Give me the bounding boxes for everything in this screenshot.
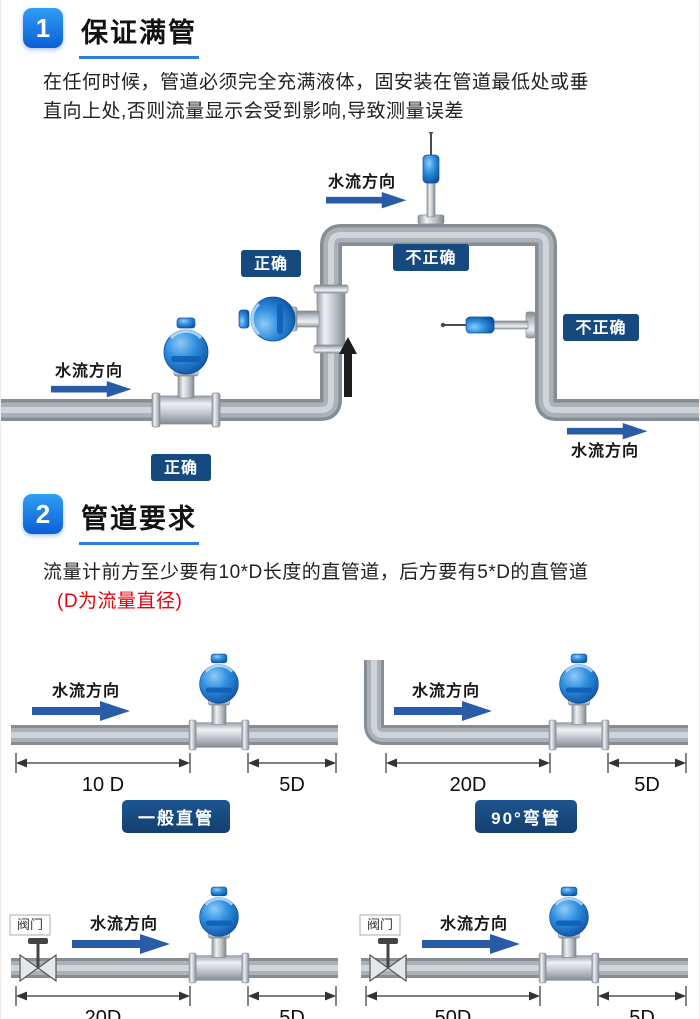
dimension-right <box>246 753 337 773</box>
pipe-requirement-diagrams: 水流方向 10 D 5D 一般直管 <box>1 640 699 1019</box>
badge-incorrect-right: 不正确 <box>563 314 639 341</box>
flowmeter-correct-riser <box>237 283 350 355</box>
flow-arrow <box>421 934 520 954</box>
flowmeter-incorrect-side <box>439 311 536 339</box>
flowmeter-incorrect-top <box>417 132 445 225</box>
flow-arrow-left <box>51 381 132 398</box>
flow-direction-label: 水流方向 <box>89 914 157 933</box>
caption-badge: 一般直管 <box>122 800 230 833</box>
valve: 阀门 <box>359 914 407 983</box>
flowmeter-correct-horizontal <box>150 316 222 429</box>
dimension-right <box>246 986 337 1006</box>
dimension-right <box>596 986 687 1006</box>
caption-badge: 90°弯管 <box>475 800 577 833</box>
badge-incorrect-top: 不正确 <box>393 244 469 271</box>
dimension-left <box>14 753 191 773</box>
straight-pipe-svg: 水流方向 10 D 5D <box>10 652 338 796</box>
valve-label: 阀门 <box>16 917 42 932</box>
dim-left-label: 20D <box>449 774 486 796</box>
svg-text:正确: 正确 <box>254 254 288 273</box>
section1-body-line1: 在任何时候，管道必须完全充满液体，固安装在管道最低处或垂 <box>43 72 590 93</box>
section2-note: (D为流量直径) <box>57 590 183 612</box>
svg-text:不正确: 不正确 <box>405 248 456 267</box>
flowmeter <box>187 652 250 752</box>
dim-right-label: 5D <box>279 774 305 796</box>
svg-text:正确: 正确 <box>164 458 198 477</box>
half-valve-svg: 阀门 水流方向 50D 5D <box>359 885 688 1019</box>
valve-label: 阀门 <box>366 917 392 932</box>
flow-arrow-right <box>567 423 648 440</box>
section2-body: 流量计前方至少要有10*D长度的直管道，后方要有5*D的直管道 <box>43 562 589 583</box>
flow-direction-label-left: 水流方向 <box>55 361 123 380</box>
flow-arrow <box>31 701 130 721</box>
flow-arrow <box>71 934 170 954</box>
upward-flow-arrow <box>339 337 357 397</box>
diagram-straight-pipe: 水流方向 10 D 5D 一般直管 <box>1 640 351 833</box>
diagram-90-bend: 水流方向 20D 5D 90°弯管 <box>351 640 699 833</box>
svg-text:不正确: 不正确 <box>575 318 626 337</box>
section2-header: 2 管道要求 <box>1 494 699 545</box>
dimension-left <box>14 986 191 1006</box>
dimension-right <box>606 753 687 773</box>
full-pipe-installation-diagram: 水流方向 水流方向 水流方向 正确 不正确 不正确 正确 <box>1 132 699 481</box>
section1-header: 1 保证满管 <box>1 8 699 59</box>
flow-direction-label: 水流方向 <box>439 914 507 933</box>
dim-left-label: 10 D <box>81 774 123 796</box>
section1-body-line2: 直向上处,否则流量显示会受到影响,导致测量误差 <box>43 100 465 122</box>
dim-left-label: 50D <box>434 1007 471 1019</box>
bend-pipe-svg: 水流方向 20D 5D <box>363 652 688 796</box>
dimension-left <box>384 753 551 773</box>
section1-title: 保证满管 <box>79 8 199 59</box>
section2-number-badge: 2 <box>23 494 63 534</box>
dim-left-label: 20D <box>84 1007 121 1019</box>
flow-direction-label-top: 水流方向 <box>328 172 396 191</box>
section1-number-badge: 1 <box>23 8 63 48</box>
badge-correct-bottom: 正确 <box>151 454 211 481</box>
badge-correct-riser: 正确 <box>241 250 301 277</box>
dimension-left <box>364 986 541 1006</box>
flowmeter <box>537 885 600 985</box>
section2-title: 管道要求 <box>79 494 199 545</box>
section1-body: 在任何时候，管道必须完全充满液体，固安装在管道最低处或垂 直向上处,否则流量显示… <box>43 69 659 126</box>
diagram-open-valve: 阀门 水流方向 20D 5D <box>1 873 351 1019</box>
pipe-run <box>1 224 699 421</box>
pipe <box>363 660 688 745</box>
flow-direction-label: 水流方向 <box>51 681 119 700</box>
dim-right-label: 5D <box>629 1007 655 1019</box>
valve: 阀门 <box>9 914 57 983</box>
flow-arrow-top <box>326 192 407 209</box>
open-valve-svg: 阀门 水流方向 20D 5D <box>9 885 338 1019</box>
flow-direction-label: 水流方向 <box>411 681 479 700</box>
flowmeter <box>547 652 610 752</box>
flow-arrow <box>393 701 492 721</box>
dim-right-label: 5D <box>634 774 660 796</box>
flowmeter <box>187 885 250 985</box>
diagram-half-valve: 阀门 水流方向 50D 5D <box>351 873 699 1019</box>
dim-right-label: 5D <box>279 1007 305 1019</box>
flow-direction-label-right: 水流方向 <box>571 441 639 460</box>
